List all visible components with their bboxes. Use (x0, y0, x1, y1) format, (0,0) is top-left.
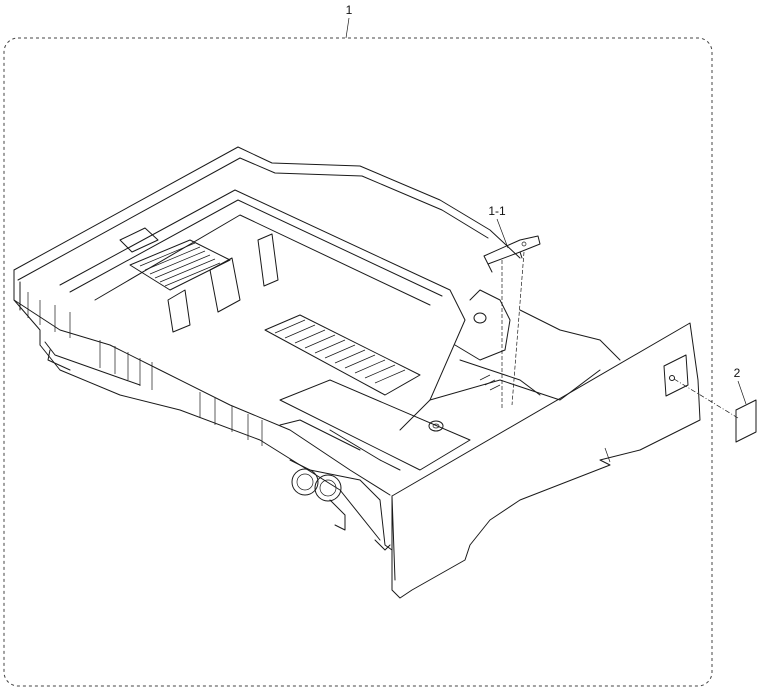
part-2-install-line (673, 378, 739, 419)
callout-2-label: 2 (734, 366, 741, 380)
part-2-label-plate (735, 399, 757, 443)
callout-1-label: 1 (346, 3, 353, 17)
callout-2-leader (737, 380, 747, 405)
callout-1-1-label: 1-1 (488, 204, 506, 218)
part-1-1-separation-pad (483, 235, 541, 273)
callout-1-1-leader (496, 218, 509, 249)
part-1-1-install-line-b (511, 251, 525, 406)
paper-tray-drawing (13, 146, 701, 599)
callout-1-leader (345, 17, 350, 39)
